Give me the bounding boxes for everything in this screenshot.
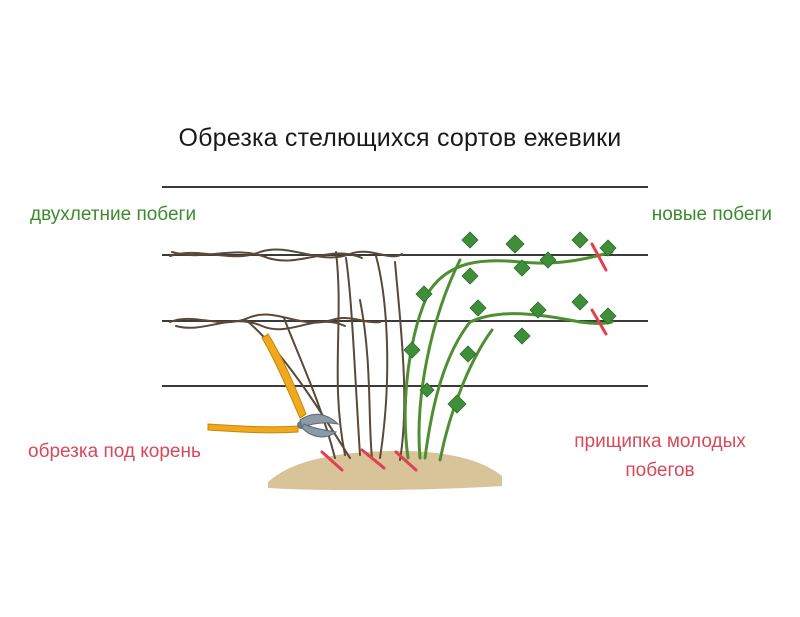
old-canes (169, 248, 406, 461)
old-cane (375, 255, 389, 459)
old-cane (394, 261, 406, 461)
old-cane (283, 317, 336, 459)
new-cane (403, 250, 614, 460)
trellis-wires (162, 186, 648, 387)
leaf (419, 382, 435, 398)
new-canes (403, 250, 614, 462)
leaf (529, 301, 547, 319)
leaf (447, 394, 467, 414)
leaves (403, 231, 617, 414)
pinching-label: прищипка молодых побегов (574, 431, 746, 481)
new-cane (438, 328, 494, 462)
old-cane (169, 313, 381, 324)
old-cane (345, 257, 361, 456)
pinch-mark (590, 242, 608, 272)
old-cane (171, 251, 363, 262)
new-cane (423, 312, 614, 460)
old-cane (245, 319, 351, 459)
leaf (415, 285, 433, 303)
old-shoots-label: двухлетние побеги (30, 204, 197, 225)
new-shoots-label: новые побеги (651, 204, 772, 225)
leaf (461, 267, 479, 285)
leaf (469, 299, 487, 317)
new-cane (417, 258, 462, 460)
leaf (571, 293, 589, 311)
leaf (599, 239, 617, 257)
leaf (513, 259, 531, 277)
leaf (403, 341, 421, 359)
diagram-title: Обрезка стелющихся сортов ежевики (178, 124, 622, 152)
old-cane (359, 299, 373, 459)
root-cut-mark (320, 450, 344, 472)
old-cane (335, 251, 346, 456)
root-cut-label: обрезка под корень (28, 441, 201, 462)
leaf (513, 327, 531, 345)
leaf (461, 231, 479, 249)
leaf (539, 251, 557, 269)
pinch-marks (590, 242, 608, 336)
soil-mound (268, 450, 502, 491)
root-cut-mark (394, 450, 418, 472)
root-cut-marks (320, 448, 418, 472)
pinch-mark (590, 308, 608, 336)
old-cane (169, 248, 403, 259)
leaf (459, 345, 477, 363)
leaf (599, 307, 617, 325)
leaf (571, 231, 589, 249)
pruning-shears-icon (207, 333, 340, 438)
leaf (505, 234, 525, 254)
root-cut-mark (360, 448, 386, 470)
old-cane (175, 320, 346, 331)
